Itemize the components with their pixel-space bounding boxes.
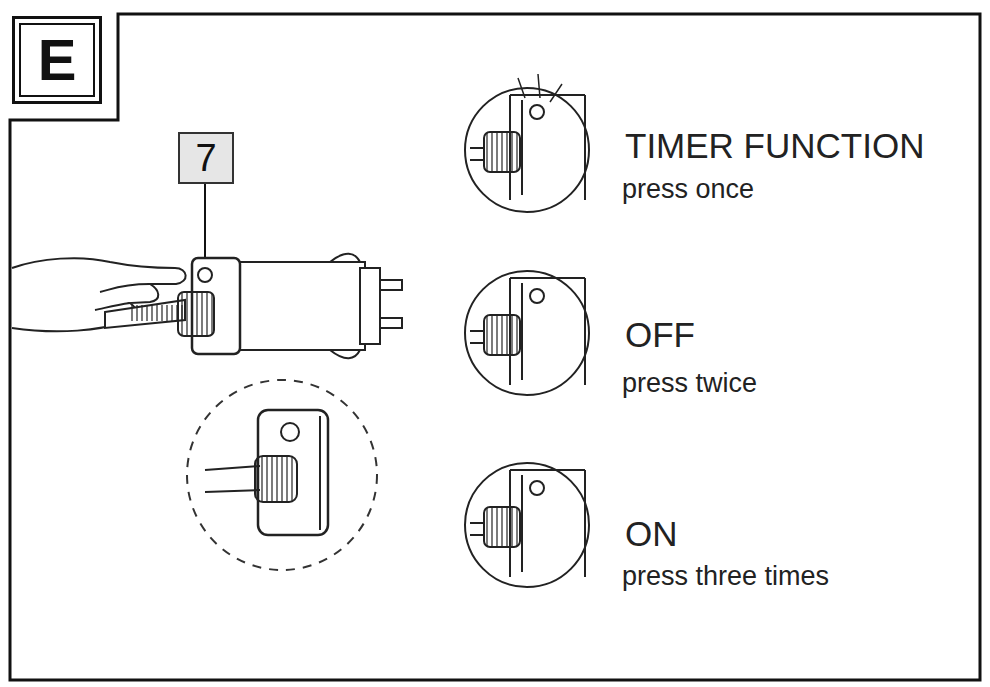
detail-circle — [187, 380, 377, 570]
instruction: press three times — [622, 563, 829, 590]
hand — [12, 258, 186, 331]
detail-view — [205, 410, 328, 535]
section-letter-text: E — [38, 31, 77, 89]
leader-line — [204, 180, 206, 268]
callout-number: 7 — [178, 132, 234, 184]
instruction: press once — [622, 176, 754, 203]
frame — [10, 14, 980, 680]
inset-circles — [465, 74, 589, 587]
section-letter: E — [12, 16, 102, 104]
plug-body — [178, 254, 402, 359]
cable-gland — [178, 292, 214, 336]
callout-number-text: 7 — [195, 139, 216, 177]
mode-name: ON — [625, 516, 678, 551]
mode-name: OFF — [625, 317, 695, 352]
instruction: press twice — [622, 370, 757, 397]
cable — [105, 300, 185, 328]
button — [198, 268, 212, 282]
mode-name: TIMER FUNCTION — [625, 128, 924, 163]
